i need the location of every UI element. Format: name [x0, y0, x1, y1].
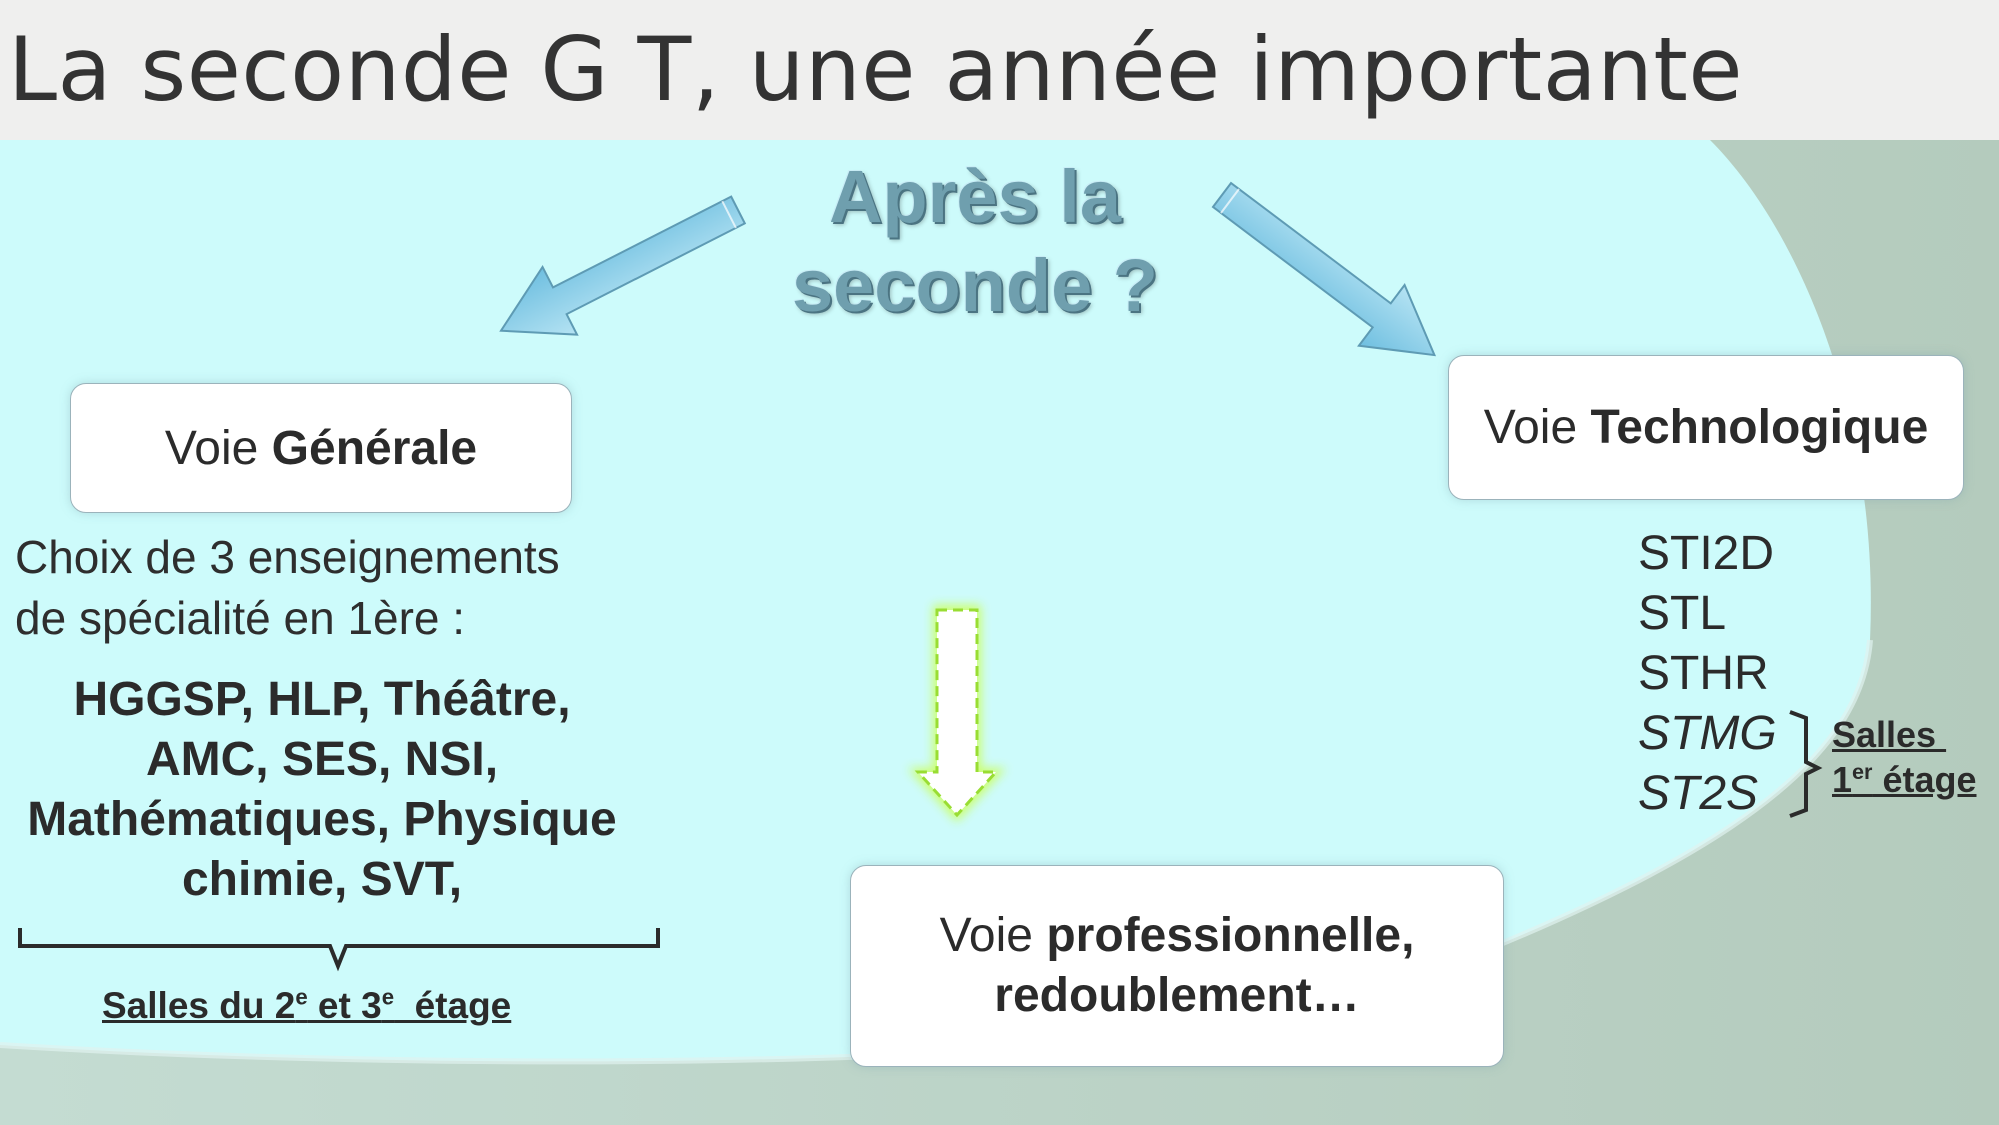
- filieres-list: STI2D STL STHR STMG ST2S: [1638, 524, 1777, 824]
- specialites-line: chimie, SVT,: [181, 853, 463, 906]
- voie-generale-label: Voie Générale: [164, 421, 478, 475]
- voie-generale-box: Voie Générale: [70, 383, 572, 513]
- slide-title: La seconde G T, une année importante: [8, 18, 1744, 121]
- arrow-left-icon: [499, 195, 747, 336]
- brace-generale-icon: [18, 928, 660, 972]
- salles-techno-label: Salles 1er étage: [1832, 712, 1977, 802]
- filiere-item: STI2D: [1638, 527, 1775, 580]
- arrow-right-icon: [1211, 181, 1437, 357]
- brace-techno-icon: [1789, 710, 1823, 818]
- filiere-item: STL: [1638, 587, 1727, 640]
- choix-line-1: Choix de 3 enseignements: [15, 531, 560, 583]
- filiere-item: STHR: [1638, 647, 1769, 700]
- question-line-1: Après la: [828, 155, 1122, 238]
- voie-technologique-box: Voie Technologique: [1448, 355, 1964, 500]
- filiere-item: ST2S: [1638, 767, 1759, 820]
- voie-pro-label: Voie professionnelle, redoublement…: [939, 909, 1415, 1022]
- salles-generale-label: Salles du 2e et 3e étage: [102, 984, 512, 1026]
- salles-techno-line-2: 1er étage: [1832, 759, 1977, 800]
- arrow-down-icon: [908, 605, 1006, 822]
- choix-text: Choix de 3 enseignements de spécialité e…: [15, 527, 560, 649]
- choix-line-2: de spécialité en 1ère :: [15, 592, 466, 644]
- question-line-2: seconde ?: [792, 244, 1158, 327]
- filiere-item: STMG: [1638, 707, 1777, 760]
- salles-techno-line-1: Salles: [1832, 714, 1947, 755]
- title-bar: La seconde G T, une année importante: [0, 0, 1999, 140]
- specialites-list: HGGSP, HLP, Théâtre, AMC, SES, NSI, Math…: [0, 670, 644, 910]
- specialites-line: HGGSP, HLP, Théâtre,: [73, 673, 571, 726]
- specialites-line: Mathématiques, Physique: [27, 793, 617, 846]
- voie-pro-box: Voie professionnelle, redoublement…: [850, 865, 1504, 1067]
- voie-technologique-label: Voie Technologique: [1483, 401, 1929, 454]
- question-heading: Après la seconde ?: [760, 152, 1190, 330]
- specialites-line: AMC, SES, NSI,: [145, 733, 499, 786]
